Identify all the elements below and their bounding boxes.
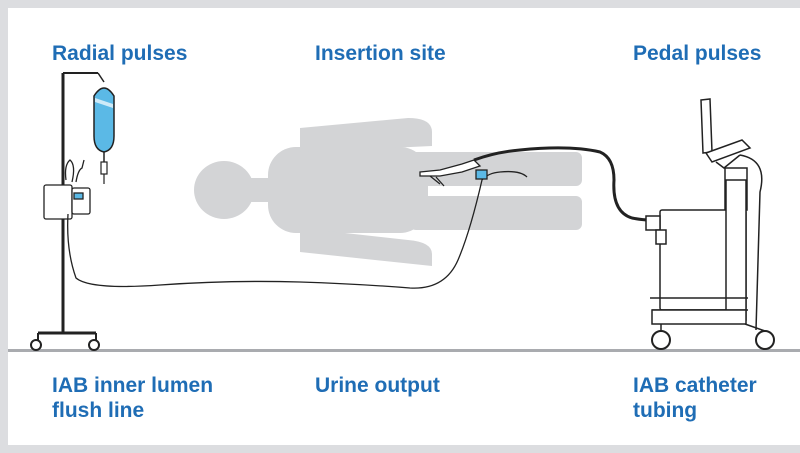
label-iab-catheter-line2: tubing [633, 398, 757, 423]
pressure-transducer [44, 160, 90, 219]
label-iab-catheter-tubing: IAB catheter tubing [633, 373, 757, 423]
patient-silhouette [194, 118, 582, 266]
patient-right-leg [410, 196, 582, 230]
label-iab-inner-lumen-flush-line: IAB inner lumen flush line [52, 373, 213, 423]
label-urine-output: Urine output [315, 373, 440, 398]
label-iab-catheter-line1: IAB catheter [633, 373, 757, 398]
flush-bag [94, 88, 114, 184]
label-iab-inner-lumen-line2: flush line [52, 398, 213, 423]
patient-torso [268, 147, 428, 233]
patient-right-arm [300, 228, 432, 266]
patient-left-arm [300, 118, 432, 152]
patient-head [194, 161, 254, 219]
label-iab-inner-lumen-line1: IAB inner lumen [52, 373, 213, 398]
iabp-console [646, 99, 774, 349]
